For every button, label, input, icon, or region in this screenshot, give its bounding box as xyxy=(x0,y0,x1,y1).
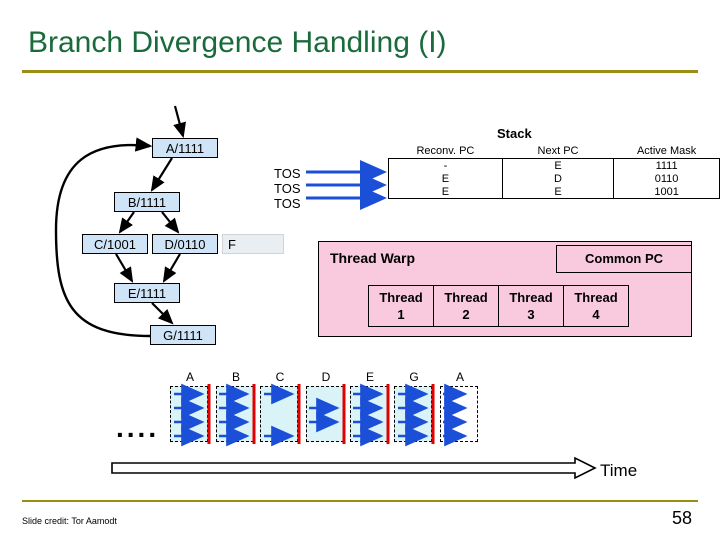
thread-cell-4: Thread 4 xyxy=(563,285,629,327)
stack-cell-nextpc: E xyxy=(502,185,615,199)
tos-label-3: TOS xyxy=(274,196,301,211)
cfg-node-g: G/1111 xyxy=(150,325,216,345)
tos-label-2: TOS xyxy=(274,181,301,196)
stack-header-nextpc: Next PC xyxy=(502,145,614,159)
stack-row: - E 1111 xyxy=(388,158,720,172)
stack-row: E E 1001 xyxy=(388,185,720,199)
cfg-node-d: D/0110 xyxy=(152,234,218,254)
page-title: Branch Divergence Handling (I) xyxy=(28,26,447,59)
cfg-node-e: E/1111 xyxy=(114,283,180,303)
stack-cell-nextpc: D xyxy=(502,172,615,185)
stack-header-mask: Active Mask xyxy=(613,145,720,159)
stack-cell-mask: 0110 xyxy=(613,172,720,185)
stack-cell-reconv: - xyxy=(388,158,503,172)
timeline-label: A xyxy=(185,370,194,384)
stack-table: Reconv. PC Next PC Active Mask - E 1111 … xyxy=(388,145,720,199)
cfg-node-b: B/1111 xyxy=(114,192,180,212)
thread-cell-3: Thread 3 xyxy=(498,285,564,327)
footer-divider xyxy=(22,500,698,502)
stack-cell-nextpc: E xyxy=(502,158,615,172)
thread-cell-index: 3 xyxy=(527,307,535,322)
thread-cell-index: 4 xyxy=(592,307,600,322)
page-number: 58 xyxy=(672,508,693,528)
timeline-label: G xyxy=(409,370,419,384)
timeline-label: B xyxy=(231,370,240,384)
tos-label-1: TOS xyxy=(274,166,301,181)
cfg-node-c: C/1001 xyxy=(82,234,148,254)
stack-header-row: Reconv. PC Next PC Active Mask xyxy=(388,145,720,159)
timeline-label: D xyxy=(321,370,331,384)
stack-header-reconv: Reconv. PC xyxy=(388,145,503,159)
timeline-ellipsis: .... xyxy=(116,412,160,443)
thread-cell-name: Thread xyxy=(379,290,423,305)
cfg-node-f: F xyxy=(222,234,284,254)
stack-row: E D 0110 xyxy=(388,172,720,185)
thread-cell-index: 1 xyxy=(397,307,405,322)
stack-cell-reconv: E xyxy=(388,172,503,185)
thread-list: Thread 1 Thread 2 Thread 3 Thread 4 xyxy=(368,285,629,327)
thread-cell-name: Thread xyxy=(444,290,488,305)
thread-cell-name: Thread xyxy=(509,290,553,305)
thread-cell-2: Thread 2 xyxy=(433,285,499,327)
time-axis-label: Time xyxy=(600,461,638,480)
thread-warp-label: Thread Warp xyxy=(330,250,416,266)
slide-credit: Slide credit: Tor Aamodt xyxy=(22,516,117,526)
timeline-label: E xyxy=(365,370,374,384)
stack-cell-reconv: E xyxy=(388,185,503,199)
title-divider xyxy=(22,70,698,73)
timeline-label: C xyxy=(275,370,285,384)
stack-cell-mask: 1001 xyxy=(613,185,720,199)
timeline-label: A xyxy=(455,370,464,384)
thread-cell-name: Thread xyxy=(574,290,618,305)
cfg-node-a: A/1111 xyxy=(152,138,218,158)
tos-labels: TOS TOS TOS xyxy=(274,166,301,211)
stack-cell-mask: 1111 xyxy=(613,158,720,172)
common-pc-badge: Common PC xyxy=(556,245,692,273)
thread-cell-index: 2 xyxy=(462,307,470,322)
stack-title: Stack xyxy=(497,126,532,141)
